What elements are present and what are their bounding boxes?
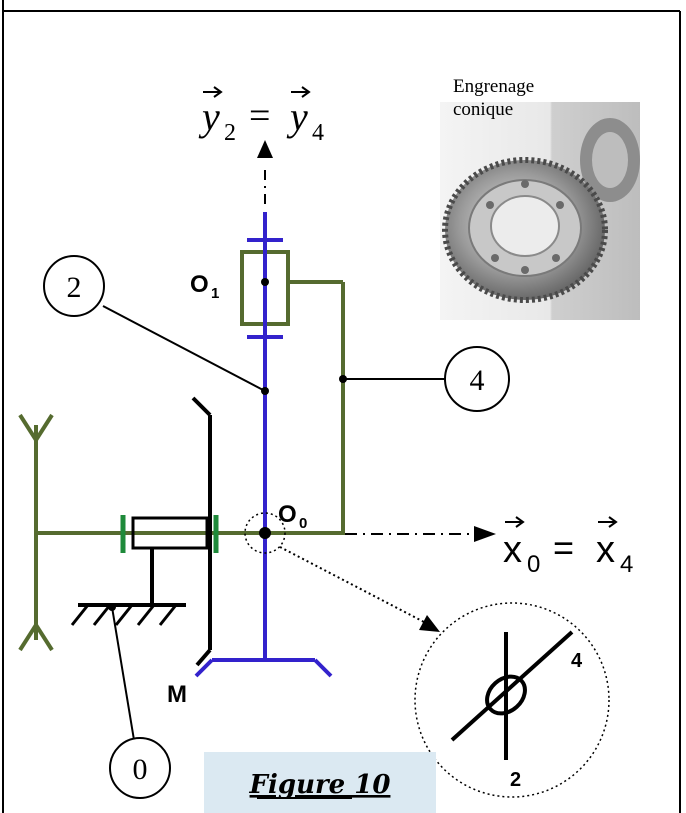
zoom-pointer-line xyxy=(279,546,425,623)
zoom-source-circle xyxy=(244,512,286,554)
leader-line-part0 xyxy=(111,606,135,741)
svg-text:0: 0 xyxy=(299,515,307,532)
svg-text:4: 4 xyxy=(620,551,633,578)
part4-circle xyxy=(444,346,510,412)
part-2-blue xyxy=(194,212,333,678)
x-axis-label: x 0 = x 4 xyxy=(503,516,633,578)
zoom-detail-circle xyxy=(414,602,610,798)
photo-caption-line2: conique xyxy=(453,99,513,120)
part4-number: 4 xyxy=(470,364,485,397)
svg-text:y: y xyxy=(286,94,308,139)
part0-number: 0 xyxy=(133,753,148,786)
point-o0 xyxy=(259,527,271,539)
part-0-frame xyxy=(70,516,209,626)
joint-axis-4 xyxy=(450,630,574,742)
caption-text: Figure 10 xyxy=(249,770,391,800)
joint-ring xyxy=(485,674,527,716)
svg-text:=: = xyxy=(249,95,270,137)
svg-text:O: O xyxy=(190,271,209,298)
detail-label-2: 2 xyxy=(510,769,521,791)
svg-text:1: 1 xyxy=(211,285,219,302)
label-o0: O 0 xyxy=(278,501,307,532)
svg-text:4: 4 xyxy=(312,120,324,146)
y-axis-label: y 2 = y 4 xyxy=(198,86,324,146)
svg-text:y: y xyxy=(198,94,220,139)
x-axis-line xyxy=(345,526,496,542)
bevel-gear-photo xyxy=(440,102,640,320)
zoom-arrowhead xyxy=(419,615,440,632)
photo-caption-line1: Engrenage xyxy=(453,76,534,97)
detail-zoom: 4 2 xyxy=(244,512,610,798)
svg-text:x: x xyxy=(596,529,615,571)
part0-circle xyxy=(109,737,171,799)
label-m: M xyxy=(167,681,187,708)
svg-text:O: O xyxy=(278,501,297,528)
svg-text:0: 0 xyxy=(527,551,540,578)
leader-line-part2 xyxy=(102,305,266,392)
figure-caption: Figure 10 xyxy=(204,752,436,813)
part2-number: 2 xyxy=(67,271,82,304)
label-o1: O 1 xyxy=(190,271,219,302)
point-o1 xyxy=(261,278,269,286)
part2-circle xyxy=(43,255,105,317)
svg-text:=: = xyxy=(553,527,574,568)
y-axis-line xyxy=(257,140,273,205)
caption-box xyxy=(204,752,436,813)
bearing-marks-green xyxy=(120,515,219,553)
detail-label-4: 4 xyxy=(571,650,583,672)
svg-text:x: x xyxy=(503,529,522,571)
fixed-bevel-gear-m xyxy=(191,396,212,667)
svg-text:2: 2 xyxy=(224,120,236,146)
